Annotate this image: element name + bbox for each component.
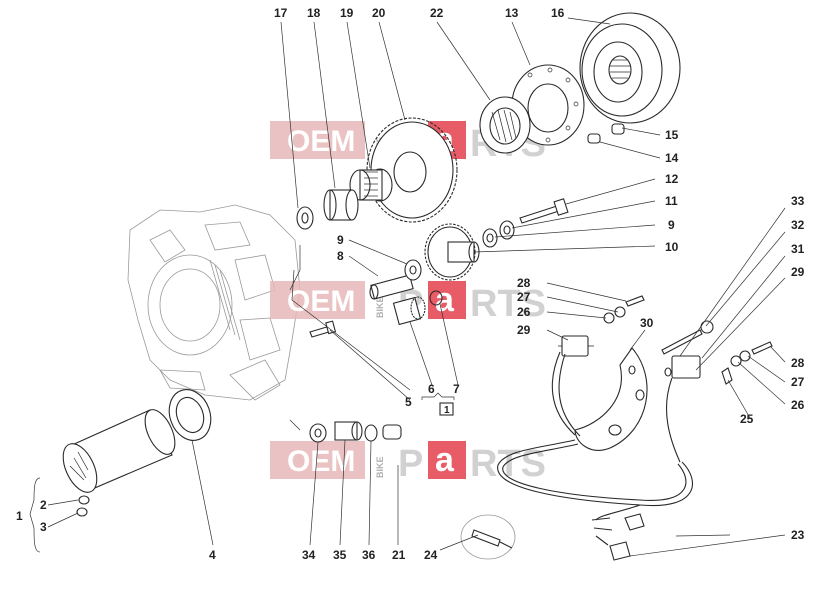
callout-31: 31 [791,242,805,256]
callout-20: 20 [372,6,386,20]
callout-21: 21 [392,548,406,562]
watermark-rts-text: RTS [470,283,546,325]
callout-33: 33 [791,194,805,208]
wiring-harness [497,351,694,521]
callout-27-lower: 27 [791,375,805,389]
bushing [323,189,359,221]
callout-kit-1: 1 [444,405,450,416]
callout-16: 16 [551,6,565,20]
callout-29-upper: 29 [517,323,531,337]
washer-2 [78,495,90,505]
callout-17: 17 [274,6,288,20]
screw-33 [661,329,703,355]
washer-9-upper [482,228,498,248]
watermark-a-text: a [435,281,455,319]
washer-27-upper [614,306,626,318]
callout-8: 8 [337,249,344,263]
callout-11: 11 [665,194,678,208]
callout-7: 7 [453,382,460,396]
callout-24: 24 [424,548,438,562]
gasket-4 [168,389,212,441]
watermark-p-text: P [398,443,423,485]
watermark-oem-text: OEM [287,445,355,478]
leader-lines [47,17,786,557]
washer-27-lower [739,350,751,362]
callout-28-lower: 28 [791,356,805,370]
callout-labels: 17 18 19 20 22 13 16 15 14 12 11 9 10 9 … [16,6,805,562]
washer-26-lower [730,355,742,367]
pin-15 [611,123,625,135]
callout-26-lower: 26 [791,398,805,412]
watermark-oem-text: OEM [287,285,355,318]
watermark-a-text: a [435,441,455,479]
starter-motor [62,409,176,493]
washer-9-lower [404,259,422,281]
callout-23: 23 [791,528,805,542]
intermediate-gear [424,223,480,281]
callout-25: 25 [740,412,754,426]
callout-9-right: 9 [668,218,675,232]
starter-group-brace [29,477,41,553]
callout-12: 12 [665,172,679,186]
engine-case [127,204,301,401]
stator-bracket-30 [574,347,648,451]
screw-28-upper [625,295,645,307]
washer-34 [309,423,327,443]
callout-14: 14 [665,151,679,165]
small-gear-6 [392,296,426,326]
screw-21 [382,424,402,440]
washer-32 [700,320,714,334]
callout-18: 18 [307,6,321,20]
callout-5: 5 [405,395,412,409]
detail-inset-24 [460,514,516,560]
callout-10: 10 [665,240,679,254]
shaft-8 [369,274,414,300]
callout-27-upper: 27 [517,290,531,304]
pickup-sensor-29-upper [558,335,594,357]
screw-5 [309,320,337,338]
callout-29-lower: 29 [791,265,805,279]
circlip-7 [429,290,443,306]
callout-9-left: 9 [337,233,344,247]
callout-2: 2 [40,498,47,512]
washer-36 [364,424,378,442]
callout-34: 34 [302,548,316,562]
clip-25 [721,367,733,385]
callout-13: 13 [505,6,519,20]
bolt-12 [519,198,569,224]
pickup-sensor-29-lower [664,355,701,379]
screw-28-lower [751,341,773,355]
kit-bracket [421,392,455,416]
callout-35: 35 [333,548,347,562]
needle-bearing [349,168,393,202]
callout-1: 1 [16,509,23,523]
callout-15: 15 [665,128,679,142]
callout-22: 22 [430,6,444,20]
callout-36: 36 [362,548,376,562]
callout-6: 6 [428,382,435,396]
pin-14 [587,133,601,144]
watermark-oem-text: OEM [287,125,355,158]
bushing-35 [334,421,363,441]
watermark-bike-text: BIKE [375,296,385,318]
flywheel-rotor [579,12,681,124]
callout-28-upper: 28 [517,276,531,290]
washer-17 [296,206,314,230]
connector-23 [591,513,645,561]
callout-3: 3 [40,520,47,534]
nut-3 [76,507,88,517]
watermark-bike-text: BIKE [375,456,385,478]
watermark-rts-text: RTS [470,443,546,485]
callout-4: 4 [209,548,216,562]
callout-19: 19 [340,6,354,20]
callout-30: 30 [640,316,654,330]
callout-32: 32 [791,218,805,232]
washer-11 [499,220,515,240]
callout-26-upper: 26 [517,305,531,319]
sprag-clutch [479,96,531,154]
